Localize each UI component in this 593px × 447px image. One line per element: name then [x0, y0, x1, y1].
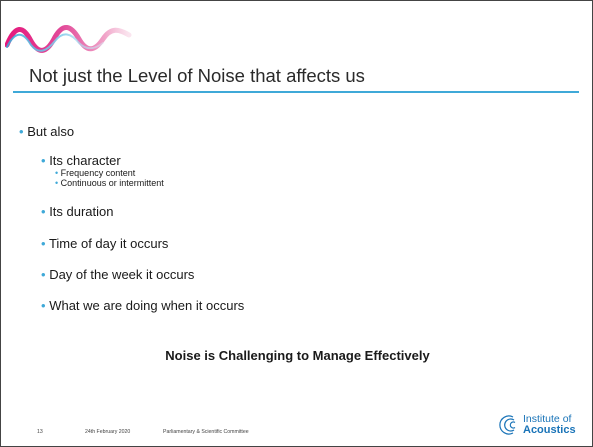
bullet-level2: • Its duration — [41, 204, 114, 219]
bullet-text: Frequency content — [60, 168, 136, 178]
decorative-wave-icon — [5, 25, 132, 53]
bullet-level2: • Its character — [41, 153, 121, 168]
footer-date: 24th February 2020 — [85, 429, 131, 435]
bullet-level2: • Day of the week it occurs — [41, 267, 194, 282]
bullet-text: Its character — [49, 153, 121, 168]
bullet-level1: • But also — [19, 124, 74, 139]
slide-conclusion: Noise is Challenging to Manage Effective… — [165, 348, 430, 363]
iac-logo: Institute of Acoustics — [499, 412, 583, 438]
bullet-text: Its duration — [49, 204, 114, 219]
bullet-level3: • Frequency content — [55, 168, 135, 178]
bullet-text: Time of day it occurs — [48, 236, 169, 251]
bullet-dot-icon: • — [41, 204, 46, 219]
bullet-level2: • What we are doing when it occurs — [41, 298, 244, 313]
bullet-text: But also — [27, 124, 75, 139]
logo-text-line2: Acoustics — [523, 424, 576, 436]
slide-title: Not just the Level of Noise that affects… — [29, 65, 365, 86]
bullet-text: Day of the week it occurs — [49, 267, 195, 282]
bullet-dot-icon: • — [55, 178, 59, 188]
iac-rings-icon — [499, 415, 516, 435]
bullet-level2: • Time of day it occurs — [41, 236, 168, 251]
title-divider — [13, 91, 579, 93]
bullet-text: What we are doing when it occurs — [49, 298, 245, 313]
logo-text-line1: Institute of — [523, 413, 572, 425]
bullet-dot-icon: • — [41, 153, 46, 168]
footer-slide-number: 13 — [37, 429, 43, 435]
bullet-text: Continuous or intermittent — [60, 178, 164, 188]
bullet-dot-icon: • — [41, 267, 46, 282]
bullet-dot-icon: • — [41, 298, 46, 313]
bullet-dot-icon: • — [19, 124, 24, 139]
bullet-dot-icon: • — [41, 236, 46, 251]
bullet-level3: • Continuous or intermittent — [55, 178, 164, 188]
bullet-dot-icon: • — [55, 168, 59, 178]
footer-committee: Parliamentary & Scientific Committee — [163, 429, 249, 435]
